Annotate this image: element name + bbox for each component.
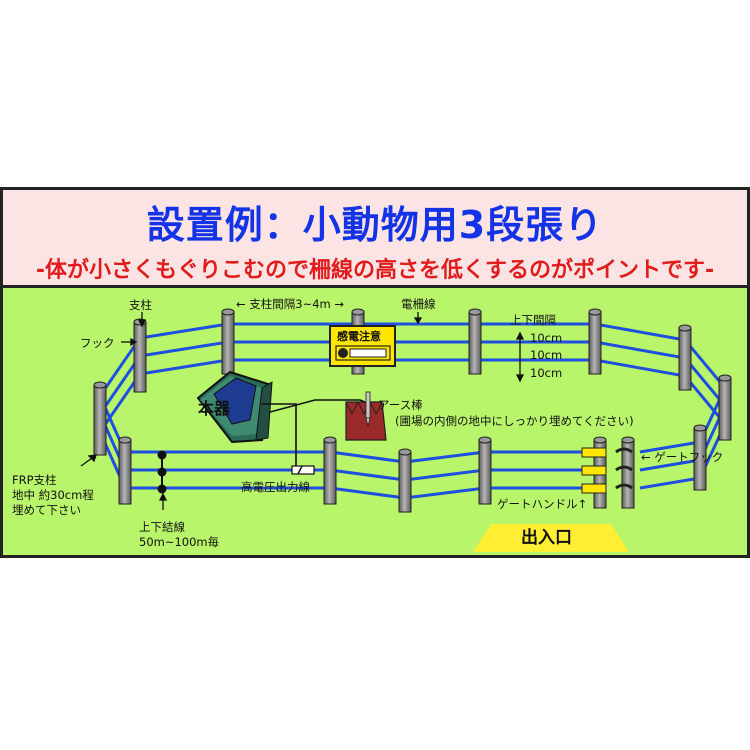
page-title: 設置例：小動物用3段張り (146, 203, 604, 247)
post (478, 436, 492, 505)
entrance-label: 出入口 (521, 528, 572, 548)
post (118, 436, 132, 505)
spacing-label-2: 10cm (530, 348, 563, 362)
pointer-arrows (80, 312, 525, 510)
frp-post-label-2: 地中 約30cm程 (12, 488, 94, 502)
posts (93, 308, 732, 513)
post (588, 308, 602, 375)
frp-post-label-1: FRP支柱 (12, 473, 57, 487)
page-subtitle: -体が小さくもぐりこむので柵線の高さを低くするのがポイントです- (35, 258, 715, 283)
earth-rod-label: アース棒 (378, 398, 423, 412)
earth-rod (345, 391, 387, 441)
gate-handles (581, 447, 633, 494)
earth-rod-note: (圃場の内側の地中にしっかり埋めてください) (395, 414, 634, 428)
post (133, 318, 147, 393)
main-unit-label: 本器 (198, 399, 231, 418)
post (323, 436, 337, 505)
post-label: 支柱 (129, 298, 152, 312)
entrance-marker (473, 524, 629, 552)
gate-handle-label: ゲートハンドル↑ (497, 497, 588, 511)
post-spacing-label: ← 支柱間隔3~4m → (236, 297, 345, 311)
wire-back-top (98, 322, 727, 443)
post (398, 448, 412, 513)
wire-back-bot (98, 358, 727, 479)
vertical-spacing-label: 上下間隔 (510, 313, 556, 327)
spacing-label-3: 10cm (530, 366, 563, 380)
post (93, 381, 107, 456)
post (718, 374, 732, 441)
warning-sign-label: 感電注意 (337, 330, 381, 343)
gate-hook-label: ← ゲートフック (641, 450, 724, 464)
hv-wire-label: 高電圧出力線 (241, 480, 310, 494)
warning-sign (329, 325, 396, 367)
wire-back-mid (98, 340, 727, 461)
post (221, 308, 235, 375)
post (693, 424, 707, 491)
post (468, 308, 482, 375)
connection-wire (157, 450, 167, 494)
connection-label-1: 上下結線 (139, 520, 185, 534)
hook-label: フック (80, 336, 115, 350)
fence-wire-label: 電柵線 (401, 297, 436, 311)
spacing-label-1: 10cm (530, 331, 563, 345)
post (621, 436, 635, 509)
post (678, 324, 692, 391)
header-panel (0, 187, 750, 288)
connection-label-2: 50m~100m毎 (139, 535, 220, 549)
main-unit-device (196, 370, 273, 444)
back-wires (98, 322, 727, 479)
frp-post-label-3: 埋めて下さい (12, 503, 81, 517)
